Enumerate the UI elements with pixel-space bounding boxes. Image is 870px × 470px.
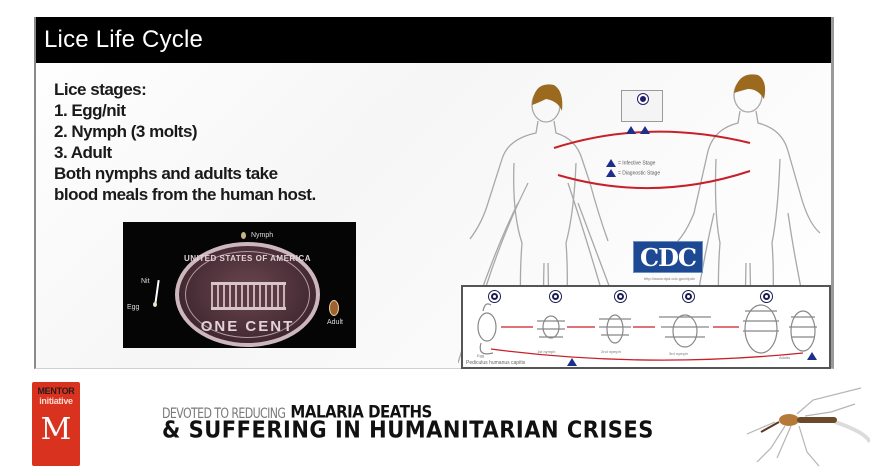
nymph-icon <box>241 232 246 239</box>
stage-marker-3-icon <box>615 291 626 302</box>
diagram-legend-box <box>621 90 663 122</box>
coin-bottom-text: ONE CENT <box>200 318 295 335</box>
adult-louse-icon <box>329 300 339 316</box>
legend-infective-label: = Infective Stage <box>618 160 656 167</box>
stage-item-egg: 1. Egg/nit <box>54 101 126 120</box>
legend-infective-stage: = Infective Stage <box>606 159 655 167</box>
note-line-1: Both nymphs and adults take <box>54 164 278 183</box>
penny-image: UNITED STATES OF AMERICA ONE CENT <box>175 242 320 347</box>
label-nit: Nit <box>141 278 150 285</box>
lice-stages-illustration <box>477 303 817 361</box>
infective-stage-triangle-icon <box>626 126 636 134</box>
stage-marker-1-icon <box>489 291 500 302</box>
caption-2nd-nymph: 2nd nymph <box>601 349 621 354</box>
species-name: Pediculus humanus capitis <box>466 360 526 366</box>
stage-item-nymph: 2. Nymph (3 molts) <box>54 122 198 141</box>
coin-top-text: UNITED STATES OF AMERICA <box>184 254 311 263</box>
stages-heading: Lice stages: <box>54 80 147 99</box>
caption-adults: Adults <box>779 355 791 360</box>
infective-stage-triangle-icon <box>567 358 577 366</box>
diagnostic-stage-triangle-icon <box>807 352 817 360</box>
stage-marker-5-icon <box>761 291 772 302</box>
triangle-icon <box>606 159 616 167</box>
tagline-bold: MALARIA DEATHS <box>290 402 432 422</box>
label-nymph: Nymph <box>251 232 274 239</box>
mosquito-icon <box>746 387 870 467</box>
caption-egg: Egg <box>477 353 485 358</box>
legend-diagnostic-label: = Diagnostic Stage <box>618 170 661 177</box>
stage-marker-2-icon <box>550 291 561 302</box>
label-egg: Egg <box>127 304 140 311</box>
stage-item-adult: 3. Adult <box>54 143 112 162</box>
memorial-building <box>211 282 286 310</box>
label-adult: Adult <box>327 319 343 326</box>
egg-icon <box>153 302 157 307</box>
tagline-line-2: & SUFFERING IN HUMANITARIAN CRISES <box>162 417 654 443</box>
cdc-life-cycle-diagram: = Infective Stage = Diagnostic Stage CDC… <box>458 63 828 369</box>
life-cycle-stage-strip: Egg 1st nymph 2nd nymph 3rd nymph Adults… <box>461 285 831 369</box>
human-figures-illustration <box>458 74 821 364</box>
caption-1st-nymph: 1st nymph <box>537 349 556 354</box>
stage-marker-4-icon <box>683 291 694 302</box>
tagline: DEVOTED TO REDUCING MALARIA DEATHS & SUF… <box>162 402 653 443</box>
nit-hair-icon <box>154 279 160 305</box>
lice-stages-text: Lice stages: 1. Egg/nit 2. Nymph (3 molt… <box>54 79 454 205</box>
logo-line-mentor: MENTOR <box>37 386 75 396</box>
slide: Lice Life Cycle Lice stages: 1. Egg/nit … <box>34 17 834 369</box>
infective-stage-triangle-icon <box>640 126 650 134</box>
cdc-logo: CDC <box>633 241 703 273</box>
footer-banner: MENTOR initiative M DEVOTED TO REDUCING … <box>0 372 870 470</box>
coin-ring <box>185 251 310 338</box>
cdc-url: http://www.dpd.cdc.gov/dpdx <box>644 276 695 281</box>
logo-mark: M <box>40 412 72 447</box>
triangle-icon <box>606 169 616 177</box>
tagline-small: DEVOTED TO REDUCING <box>162 405 286 422</box>
legend-diagnostic-stage: = Diagnostic Stage <box>606 169 660 177</box>
caption-3rd-nymph: 3rd nymph <box>669 351 688 356</box>
stage-marker-icon <box>638 94 648 104</box>
mentor-initiative-logo: MENTOR initiative M <box>32 382 80 466</box>
slide-title: Lice Life Cycle <box>36 17 831 63</box>
logo-line-initiative: initiative <box>39 396 73 406</box>
penny-size-comparison-photo: UNITED STATES OF AMERICA ONE CENT Nymph … <box>123 222 356 348</box>
note-line-2: blood meals from the human host. <box>54 185 316 204</box>
